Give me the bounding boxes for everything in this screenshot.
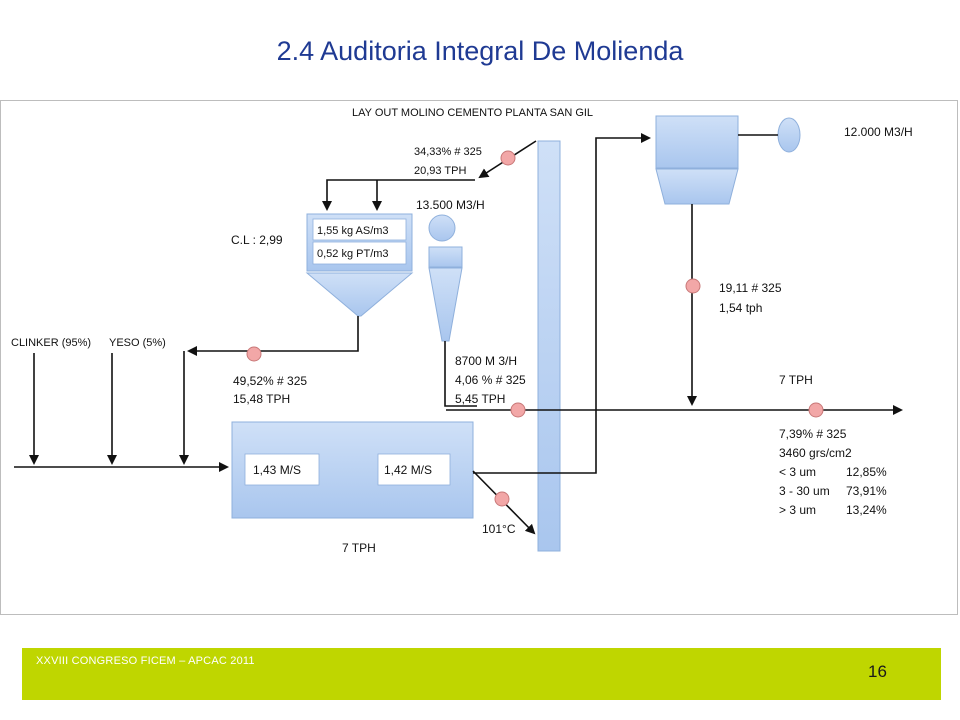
sample-point-mill-outlet [494, 491, 510, 507]
slide-title: 2.4 Auditoria Integral De Molienda [276, 36, 684, 66]
layout-title: LAY OUT MOLINO CEMENTO PLANTA SAN GIL [352, 107, 593, 119]
mill-speed-2: 1,42 M/S [384, 463, 432, 477]
bag-filter-top [655, 115, 739, 169]
psd-range-3: > 3 um [779, 503, 816, 517]
product-rate: 7 TPH [779, 373, 813, 387]
page-number: 16 [868, 662, 887, 681]
reject-line-1: 49,52% # 325 [233, 374, 307, 388]
product-line-1: 7,39% # 325 [779, 427, 847, 441]
mill-rate: 7 TPH [342, 541, 376, 555]
fines-line-1: 19,11 # 325 [719, 281, 782, 295]
cl-label: C.L : 2,99 [231, 233, 283, 247]
cyclone-body [428, 246, 463, 268]
sample-point-reject [246, 346, 262, 362]
process-flow-diagram: LAY OUT MOLINO CEMENTO PLANTA SAN GIL 12… [11, 107, 913, 555]
sample-point-fines [685, 278, 701, 294]
sample-point-cyclone [510, 402, 526, 418]
sample-point-product [808, 402, 824, 418]
footer-bar [22, 648, 941, 700]
reject-line-2: 15,48 TPH [233, 392, 290, 406]
feed-line-2: 20,93 TPH [414, 165, 466, 177]
yeso-label: YESO (5%) [109, 337, 166, 349]
cyclone-cone [428, 267, 463, 342]
feed-line-1: 34,33% # 325 [414, 146, 482, 158]
psd-value-2: 73,91% [846, 484, 887, 498]
bag-filter-hopper [655, 168, 739, 205]
cyclone-line-3: 5,45 TPH [455, 392, 505, 406]
top-fan-flow: 12.000 M3/H [844, 125, 913, 139]
psd-range-1: < 3 um [779, 465, 816, 479]
mill-speed-1: 1,43 M/S [253, 463, 301, 477]
psd-value-3: 13,24% [846, 503, 887, 517]
cyclone-fan [428, 214, 456, 242]
product-line-2: 3460 grs/cm2 [779, 446, 852, 460]
filter-box-1: 1,55 kg AS/m3 [317, 225, 389, 237]
filter-fan-flow: 13.500 M3/H [416, 198, 485, 212]
diagram-frame: LAY OUT MOLINO CEMENTO PLANTA SAN GIL 12… [0, 100, 958, 615]
footer-text: XXVIII CONGRESO FICEM – APCAC 2011 [36, 655, 255, 667]
separator-hopper [305, 272, 414, 317]
temperature-label: 101°C [482, 522, 516, 536]
top-fan [777, 117, 801, 153]
clinker-label: CLINKER (95%) [11, 337, 91, 349]
cyclone-line-2: 4,06 % # 325 [455, 373, 526, 387]
fines-line-2: 1,54 tph [719, 301, 762, 315]
cyclone-line-1: 8700 M 3/H [455, 354, 517, 368]
psd-value-1: 12,85% [846, 465, 887, 479]
sample-point-feed [500, 150, 516, 166]
psd-range-2: 3 - 30 um [779, 484, 830, 498]
bucket-elevator [537, 140, 561, 552]
filter-box-2: 0,52 kg PT/m3 [317, 248, 389, 260]
